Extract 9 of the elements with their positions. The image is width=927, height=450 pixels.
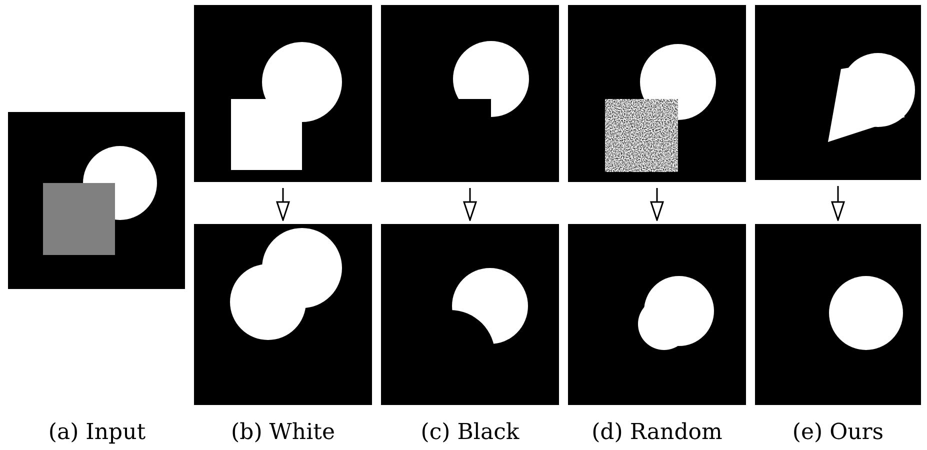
caption: (a) Input [48,420,146,445]
caption: (c) Black [420,420,520,445]
arrow [463,188,477,221]
caption: (e) Ours [792,420,884,445]
arrow [276,188,290,221]
caption: (b) White [231,420,335,445]
arrow [650,188,664,221]
caption: (d) Random [592,420,722,445]
arrow [831,186,845,221]
